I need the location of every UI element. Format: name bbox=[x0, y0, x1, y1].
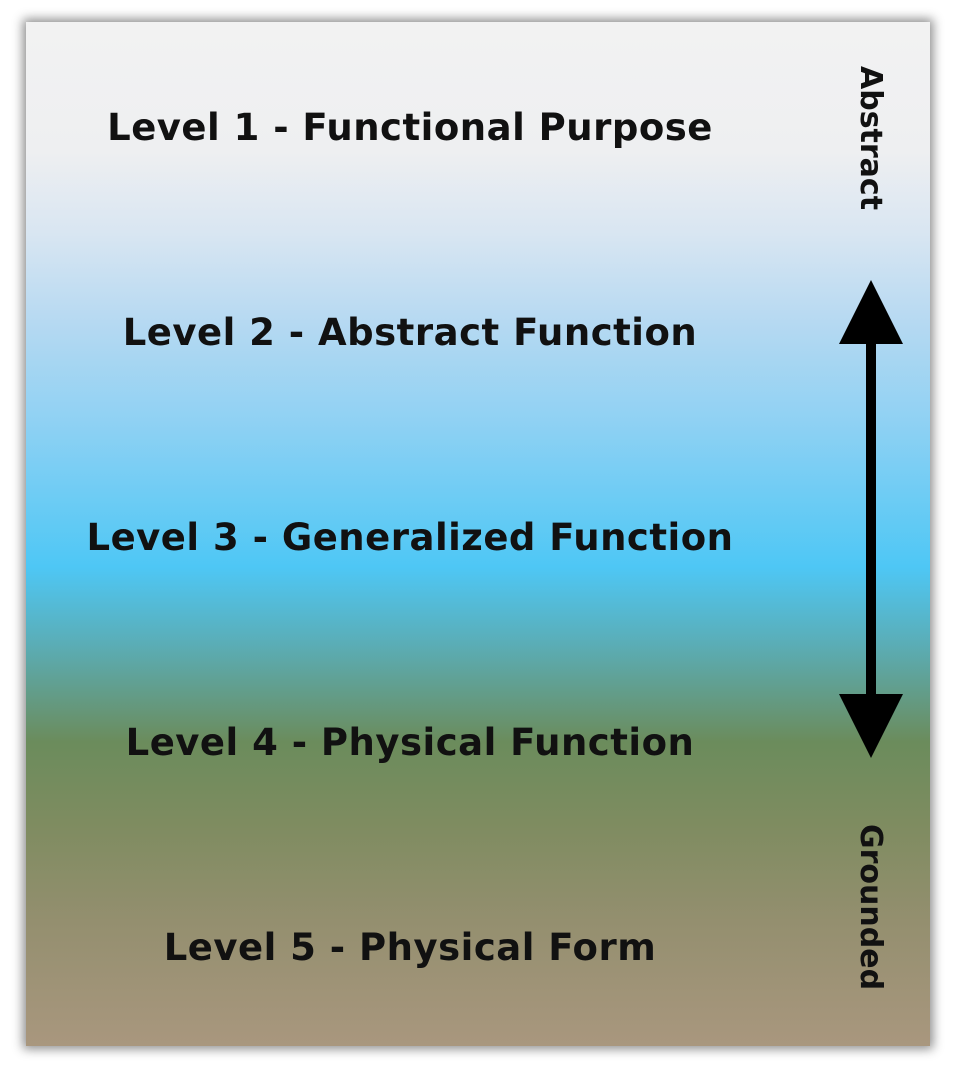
arrow-head-up bbox=[839, 280, 903, 344]
grounded-axis-label: Grounded bbox=[853, 824, 888, 991]
level-1-label: Level 1 - Functional Purpose bbox=[107, 106, 713, 149]
double-headed-arrow-icon bbox=[839, 280, 903, 758]
arrow-shaft bbox=[866, 340, 876, 700]
abstract-axis-label: Abstract bbox=[853, 66, 888, 211]
level-3-label: Level 3 - Generalized Function bbox=[86, 516, 734, 559]
level-2-label: Level 2 - Abstract Function bbox=[122, 311, 698, 354]
level-4-label: Level 4 - Physical Function bbox=[125, 721, 695, 764]
abstraction-hierarchy-diagram: Level 1 - Functional Purpose Level 2 - A… bbox=[26, 22, 930, 1046]
arrow-head-down bbox=[839, 694, 903, 758]
level-5-label: Level 5 - Physical Form bbox=[163, 926, 657, 969]
